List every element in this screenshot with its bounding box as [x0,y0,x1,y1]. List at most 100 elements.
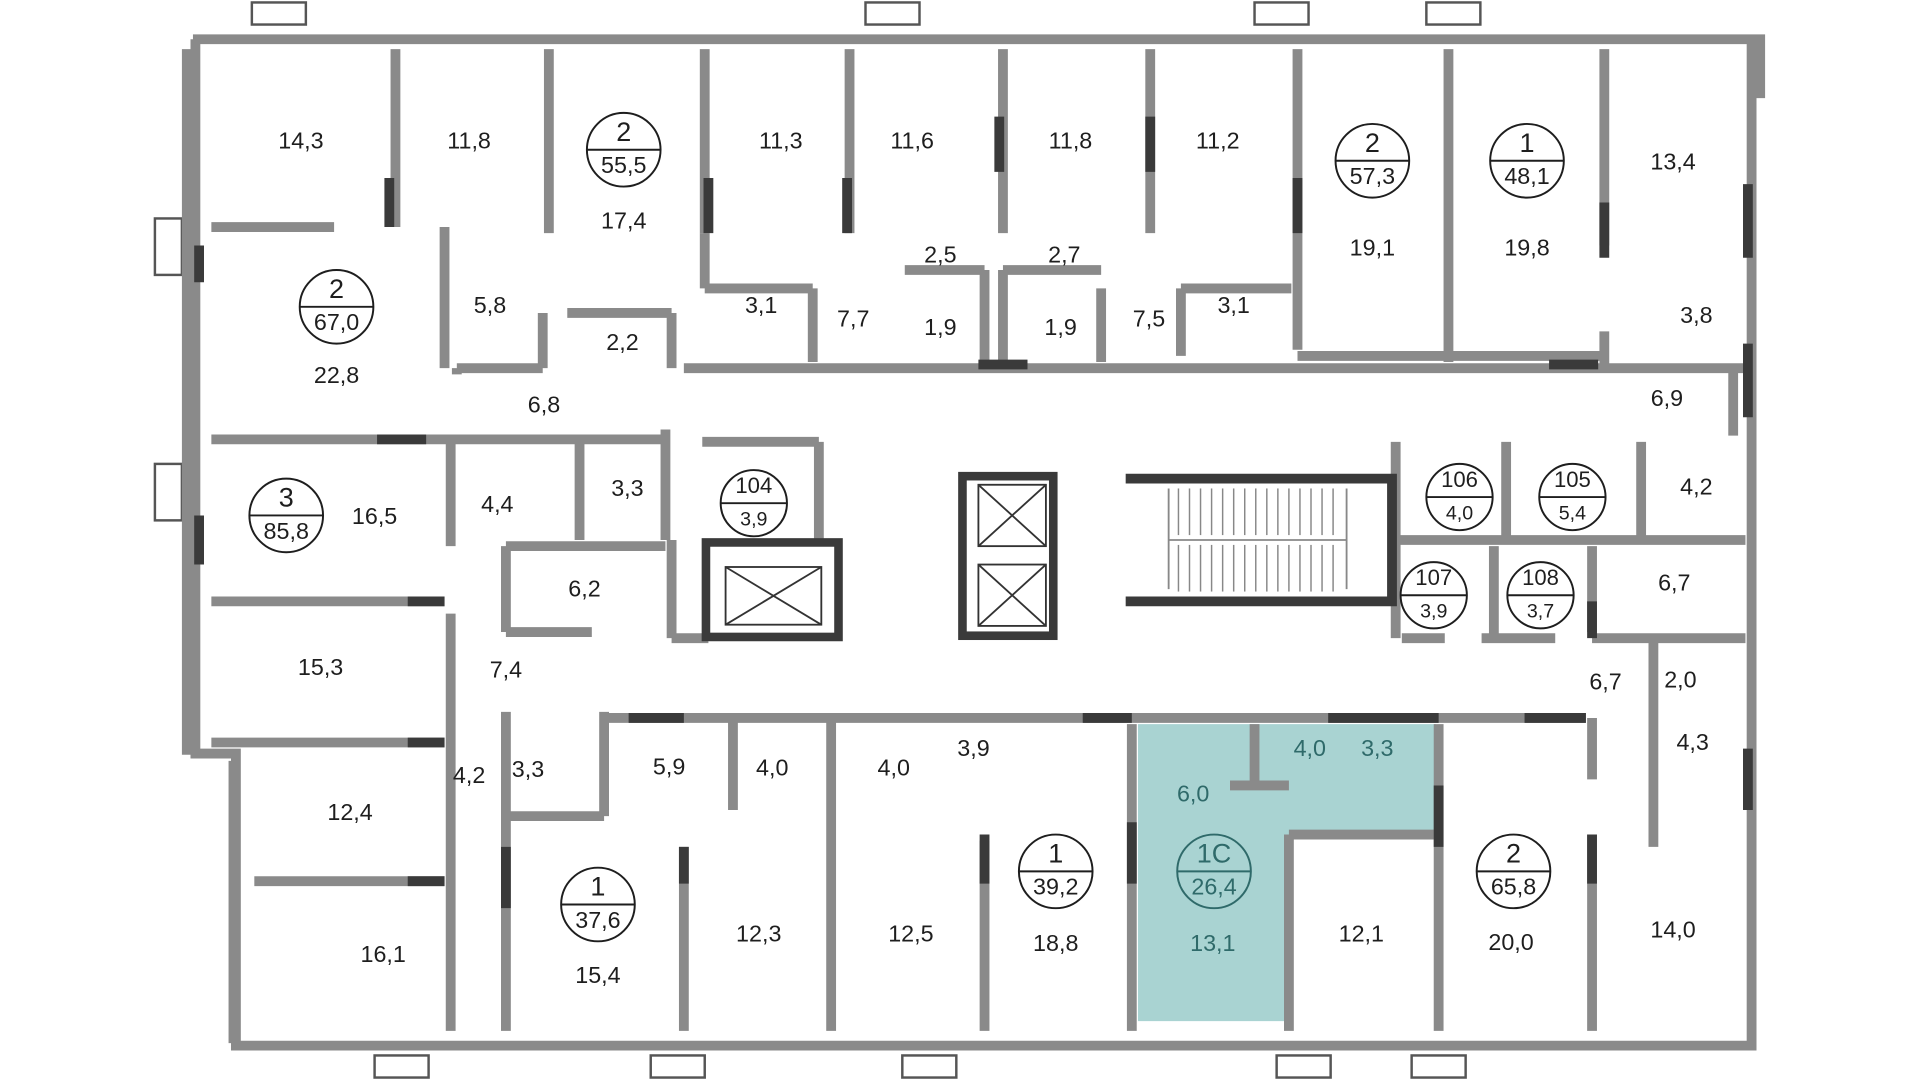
apartment-room-count: 108 [1522,565,1559,590]
apartment-badge[interactable]: 1 39,2 [1017,833,1094,910]
room-area-label: 2,0 [1664,666,1696,692]
apartment-room-count: 1 [1519,128,1534,158]
room-area-label: 19,1 [1350,234,1395,260]
room-area-label: 17,4 [601,207,646,233]
apartment-total-area: 48,1 [1504,163,1549,189]
apartment-room-count: 1 [590,872,605,902]
outer-walls [181,34,1766,1051]
apartment-room-count: 107 [1415,565,1452,590]
room-area-label: 11,3 [759,128,803,154]
room-area-label: 3,8 [1680,302,1712,328]
apartment-room-count: 3 [279,483,294,513]
apartment-badge[interactable]: 107 3,9 [1399,561,1468,630]
apartment-room-count: 2 [1365,128,1380,158]
room-area-label: 12,3 [736,920,781,946]
apartment-total-area: 26,4 [1191,874,1236,900]
room-area-label: 2,5 [924,242,956,268]
apartment-badge[interactable]: 2 67,0 [298,269,375,345]
apartment-total-area: 37,6 [575,907,620,933]
room-area-label: 6,0 [1177,780,1209,806]
room-area-label: 16,5 [352,503,397,529]
apartment-badge[interactable]: 2 65,8 [1475,833,1552,910]
room-area-label: 14,3 [278,128,323,154]
apartment-total-area: 67,0 [314,309,359,335]
apartment-badge[interactable]: 104 3,9 [719,469,788,538]
apartment-room-count: 2 [1506,839,1521,869]
room-area-label: 11,6 [890,128,934,154]
room-area-label: 7,7 [837,305,869,331]
apartment-total-area: 4,0 [1446,502,1473,524]
room-area-label: 3,3 [1361,735,1393,761]
room-area-label: 2,2 [606,329,638,355]
room-area-label: 4,2 [1680,474,1712,500]
room-area-label: 5,8 [474,292,506,318]
room-area-label: 4,0 [1294,735,1326,761]
apartment-badge[interactable]: 108 3,7 [1506,561,1575,630]
room-area-label: 13,4 [1650,148,1695,174]
room-area-label: 3,3 [611,475,643,501]
room-area-label: 4,0 [878,755,910,781]
room-area-label: 4,2 [453,762,485,788]
room-area-label: 6,2 [568,575,600,601]
room-area-label: 12,1 [1339,920,1384,946]
elevators-and-stairs [701,471,1397,642]
apartment-room-count: 1C [1197,839,1232,869]
room-area-label: 12,5 [888,920,933,946]
room-area-label: 19,8 [1504,234,1549,260]
apartment-total-area: 3,7 [1527,601,1554,623]
apartment-badge[interactable]: 106 4,0 [1425,462,1494,532]
apartment-total-area: 85,8 [264,518,309,544]
room-area-label: 18,8 [1033,930,1078,956]
room-area-label: 6,9 [1651,385,1683,411]
room-area-label: 2,7 [1048,242,1080,268]
apartment-badges: 2 55,5 2 57,3 1 48,1 2 67,0 3 85,8 104 3… [248,111,1607,943]
room-area-label: 4,3 [1676,729,1708,755]
apartment-room-count: 1 [1048,839,1063,869]
room-area-label: 15,4 [575,962,620,988]
room-area-label: 1,9 [924,314,956,340]
room-area-label: 11,8 [447,128,491,154]
apartment-total-area: 3,9 [740,509,767,531]
interior-walls [194,49,1753,1031]
apartment-total-area: 5,4 [1559,502,1586,524]
apartment-badge[interactable]: 2 57,3 [1334,122,1411,199]
room-area-label: 22,8 [314,362,359,388]
room-area-label: 6,8 [528,391,560,417]
apartment-badge[interactable]: 1 48,1 [1489,122,1565,199]
room-area-label: 4,0 [756,755,788,781]
room-area-label: 7,5 [1133,305,1165,331]
apartment-room-count: 2 [329,274,344,304]
apartment-room-count: 104 [735,473,772,498]
apartment-badge[interactable]: 1 37,6 [560,866,636,943]
room-area-label: 6,7 [1589,669,1621,695]
room-area-label: 15,3 [298,654,343,680]
apartment-total-area: 57,3 [1350,163,1395,189]
apartment-total-area: 3,9 [1420,601,1447,623]
room-area-label: 11,8 [1049,128,1093,154]
room-area-label: 3,3 [512,756,544,782]
apartment-badge[interactable]: 2 55,5 [585,111,662,188]
room-area-label: 20,0 [1488,929,1533,955]
apartment-room-count: 106 [1441,467,1478,492]
room-area-label: 11,2 [1196,128,1240,154]
apartment-total-area: 55,5 [601,152,646,178]
apartment-total-area: 65,8 [1491,874,1536,900]
room-area-label: 3,1 [1217,292,1249,318]
apartment-badge[interactable]: 3 85,8 [248,477,325,554]
room-area-label: 6,7 [1658,569,1690,595]
apartment-room-count: 2 [616,117,631,147]
room-area-label: 16,1 [361,941,406,967]
apartment-badge[interactable]: 1C 26,4 [1176,833,1252,910]
apartment-total-area: 39,2 [1033,874,1078,900]
room-area-label: 1,9 [1044,314,1076,340]
room-area-label: 12,4 [327,799,372,825]
room-area-label: 7,4 [490,656,522,682]
room-area-label: 3,1 [745,292,777,318]
room-area-label: 4,4 [481,491,513,517]
room-area-label: 13,1 [1190,930,1235,956]
apartment-room-count: 105 [1554,467,1591,492]
windows [153,1,1482,1079]
apartment-badge[interactable]: 105 5,4 [1538,462,1607,532]
